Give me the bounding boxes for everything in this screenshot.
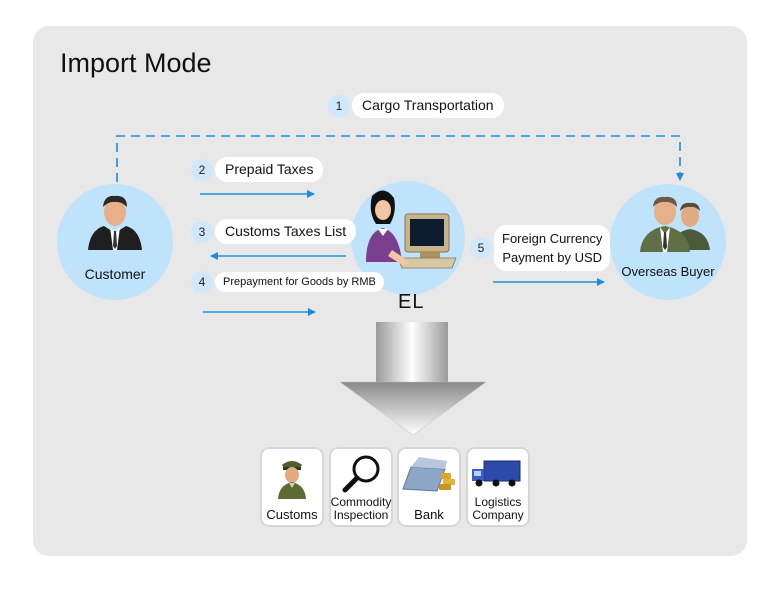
step-number-badge: 4 [191, 271, 213, 293]
customs-officer-icon [278, 461, 306, 499]
service-caption-line: Bank [414, 507, 444, 522]
step-label-line: Payment by USD [502, 250, 603, 265]
step-label: Customs Taxes List [215, 219, 357, 244]
step-label-line: Foreign Currency [502, 231, 603, 246]
step-number-badge: 3 [191, 220, 213, 243]
service-caption-line: Logistics [474, 495, 522, 509]
service-caption-line: Company [472, 508, 524, 522]
service-caption-line: Inspection [333, 508, 389, 522]
diagram-title: Import Mode [60, 48, 212, 78]
bank-icon [402, 457, 455, 492]
truck-icon [472, 460, 521, 487]
step-4-prepayment-rmb: 4 Prepayment for Goods by RMB [191, 271, 384, 293]
big-down-arrow [339, 322, 487, 436]
step-number-badge: 5 [470, 237, 492, 259]
overseas-buyer-label: Overseas Buyer [621, 264, 715, 279]
step-2-prepaid-taxes: 2 Prepaid Taxes [191, 157, 324, 182]
el-label: EL [398, 291, 425, 313]
service-card-customs: Customs [260, 447, 324, 527]
service-caption-line: Commodity [330, 495, 392, 509]
step-number-badge: 2 [191, 158, 213, 181]
service-card-bank: Bank [397, 447, 461, 527]
customer-label: Customer [84, 266, 146, 282]
service-caption: Customs [260, 508, 324, 522]
overseas-buyer-persons-icon [640, 196, 710, 252]
cargo-route-dashed-line [116, 135, 684, 182]
customer-person-icon [88, 195, 142, 250]
magnifier-icon [342, 455, 380, 493]
step-3-customs-taxes-list: 3 Customs Taxes List [191, 219, 357, 244]
step-label: Cargo Transportation [352, 93, 504, 118]
step-1-cargo-transportation: 1 Cargo Transportation [328, 93, 504, 118]
step-label: Prepaid Taxes [215, 157, 324, 182]
el-office-worker-icon [366, 190, 457, 269]
step-label: Prepayment for Goods by RMB [215, 272, 384, 292]
service-caption-line: Customs [266, 507, 318, 522]
step-number-badge: 1 [328, 94, 350, 117]
service-caption: Bank [397, 508, 461, 522]
